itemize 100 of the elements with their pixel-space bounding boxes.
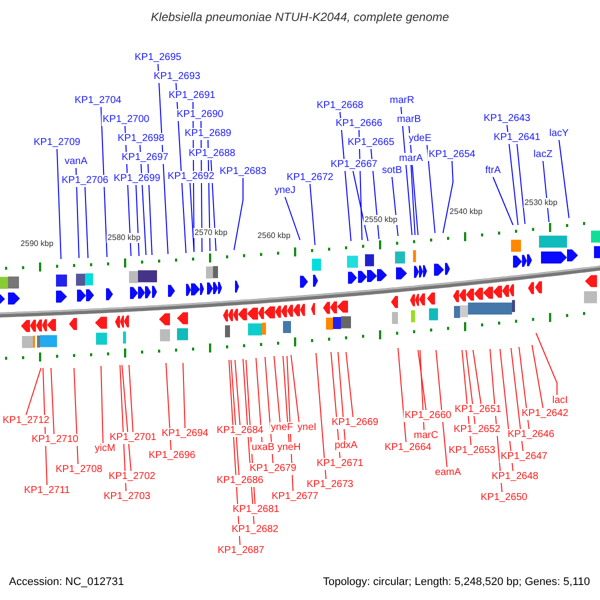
scale-label: 2550 kbp <box>364 215 398 225</box>
gene-label: KP1_2668 <box>316 100 364 112</box>
gene-label: KP1_2700 <box>102 114 150 126</box>
leader-line <box>516 144 526 224</box>
leader-line <box>274 356 280 422</box>
gene-label: KP1_2673 <box>306 479 354 491</box>
leader-line <box>510 348 524 452</box>
gene-label: KP1_2646 <box>506 429 556 441</box>
leader-line <box>100 366 104 444</box>
gene-label: KP1_2697 <box>120 152 170 164</box>
gene-label: KP1_2679 <box>248 463 298 475</box>
gene-label: KP1_2677 <box>270 491 320 503</box>
leader-line <box>290 354 300 422</box>
gene-label: KP1_2665 <box>346 137 396 149</box>
gene-label: KP1_2651 <box>454 404 502 416</box>
gene-label: KP1_2698 <box>116 133 166 145</box>
gene-label: yneH <box>276 442 302 454</box>
leader-line <box>100 106 108 258</box>
leader-line <box>316 352 326 480</box>
leader-line <box>506 124 518 226</box>
gene-label: yicM <box>94 443 116 455</box>
gene-label: KP1_2650 <box>480 492 528 504</box>
leader-line <box>74 368 78 464</box>
leader-line <box>352 170 368 242</box>
leader-line <box>128 364 134 432</box>
gene-label: KP1_2704 <box>74 95 122 107</box>
gene-label: KP1_2703 <box>102 491 152 503</box>
leader-line <box>436 350 448 468</box>
gene-label: KP1_2687 <box>216 545 266 557</box>
gene-label: KP1_2711 <box>23 485 71 497</box>
leader-line <box>282 356 290 442</box>
leader-line <box>284 196 300 240</box>
gene-label: KP1_2642 <box>520 408 570 420</box>
scale-label: 2580 kbp <box>106 233 142 243</box>
gene-label: KP1_2648 <box>490 471 540 483</box>
gene-label: KP1_2641 <box>492 132 542 144</box>
gene-label: KP1_2664 <box>384 442 432 454</box>
gene-label: pdxA <box>334 440 358 452</box>
leader-line <box>536 332 558 396</box>
leader-line <box>426 144 436 234</box>
scale-label: 2530 kbp <box>524 198 558 208</box>
genome-stats-text: Topology: circular; Length: 5,248,520 bp; Genes: 5,110 <box>322 575 590 589</box>
gene-label: KP1_2667 <box>330 159 378 171</box>
gene-label: KP1_2672 <box>286 172 334 184</box>
leader-line <box>136 184 140 256</box>
leader-line <box>492 176 514 226</box>
leader-line <box>182 362 186 428</box>
scale-label: 2590 kbp <box>20 239 54 249</box>
gene-label: ydeE <box>408 133 432 145</box>
gene-label: KP1_2712 <box>2 415 50 427</box>
scale-label: 2540 kbp <box>448 207 484 217</box>
gene-label: KP1_2686 <box>216 475 264 487</box>
leader-line <box>558 140 570 218</box>
gene-label: KP1_2681 <box>232 504 280 516</box>
gene-label: marB <box>396 114 422 126</box>
leader-line <box>56 148 62 260</box>
gene-label: KP1_2643 <box>482 113 532 125</box>
leader-line <box>234 360 240 426</box>
leader-line <box>190 182 194 252</box>
leader-line <box>148 164 152 256</box>
gene-label: lacY <box>548 128 570 140</box>
gene-label: KP1_2671 <box>316 458 364 470</box>
gene-label: KP1_2708 <box>54 464 104 476</box>
gene-label: marA <box>398 153 424 165</box>
leader-line <box>122 364 132 472</box>
gene-label: KP1_2710 <box>30 434 80 446</box>
gene-label: uxaB <box>250 442 276 454</box>
gene-label: KP1_2695 <box>134 52 182 64</box>
gene-label: yneI <box>296 422 318 434</box>
gene-label: KP1_2654 <box>428 149 476 161</box>
leader-line <box>84 186 88 258</box>
gene-label: KP1_2690 <box>176 109 224 121</box>
gene-label: KP1_2660 <box>404 410 452 422</box>
leader-line <box>234 178 244 250</box>
leader-line <box>442 160 454 234</box>
leader-line <box>418 350 426 410</box>
leader-line <box>346 352 354 418</box>
leader-line <box>50 368 54 434</box>
gene-label: KP1_2666 <box>334 118 384 130</box>
leader-line <box>338 352 346 440</box>
gene-label: KP1_2709 <box>32 137 82 149</box>
diagram-title: Klebsiella pneumoniae NTUH-K2044, complete genome <box>150 10 450 24</box>
gene-label: KP1_2669 <box>330 417 380 429</box>
gene-label: KP1_2702 <box>108 471 156 483</box>
leader-line <box>230 360 240 476</box>
gene-label: yneF <box>270 422 294 434</box>
scale-label: 2570 kbp <box>194 228 228 238</box>
gene-label: KP1_2706 <box>60 175 110 187</box>
leader-line <box>166 362 172 450</box>
gene-label: yneJ <box>273 185 297 197</box>
leader-line <box>398 348 406 442</box>
gene-label: KP1_2682 <box>230 524 280 536</box>
gene-label: KP1_2652 <box>452 424 502 436</box>
scale-label: 2560 kbp <box>256 231 292 241</box>
gene-label: KP1_2691 <box>168 90 216 102</box>
leader-line <box>256 358 262 442</box>
gene-label: KP1_2647 <box>500 451 548 463</box>
gene-label: KP1_2693 <box>152 71 202 83</box>
gene-label: KP1_2699 <box>112 173 162 185</box>
leader-line <box>410 164 416 236</box>
